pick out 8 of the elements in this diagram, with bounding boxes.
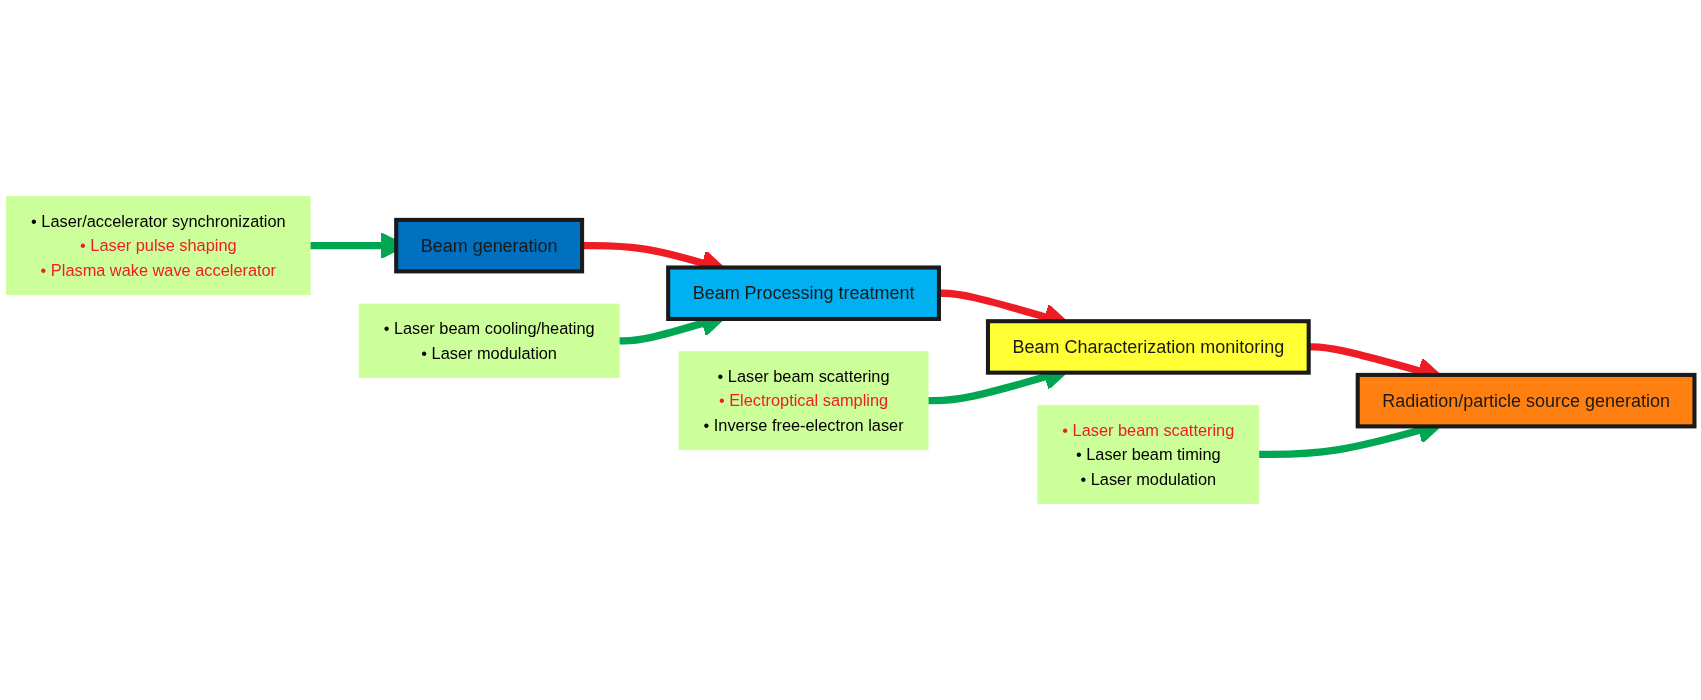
node-box: • Laser beam scattering • Electroptical sampling • Inverse free-electron laser [678, 351, 929, 451]
node-box: • Laser/accelerator synchronization • Laser pulse shaping • Plasma wake wave accelerator [6, 196, 311, 296]
node-box: Beam Processing treatment [666, 265, 941, 321]
node-box: • Laser beam scattering • Laser beam timing • Laser modulation [1037, 404, 1260, 504]
node-box: Beam Characterization monitoring [985, 319, 1311, 375]
node-box: Beam generation [394, 217, 585, 274]
node-box: Radiation/particle source generation [1355, 372, 1697, 429]
node-box: • Laser beam cooling/heating • Laser modulation [358, 303, 620, 378]
